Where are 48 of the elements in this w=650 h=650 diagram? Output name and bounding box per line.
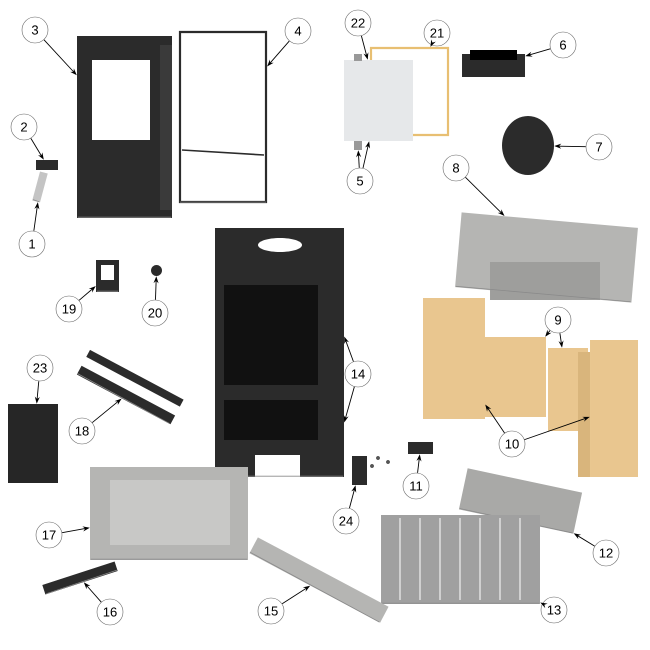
grate-bar-drawing [458,468,582,534]
clip-drawing [408,442,433,454]
callout-number: 17 [36,522,62,548]
callout-number: 3 [22,16,48,44]
flue-collar-drawing [462,50,525,77]
glove-drawing [8,404,58,483]
callout-number: 4 [284,18,312,44]
callout-number: 19 [56,296,82,322]
callout-number: 12 [592,540,620,566]
brick-drawing [423,298,485,419]
riddling-tool-drawing [249,537,389,623]
callout-number: 1 [18,230,46,258]
callout-number: 22 [344,10,372,36]
handle-drawing [32,171,48,203]
callout-number: 15 [258,598,284,624]
bracket-drawing [352,456,367,485]
rods-drawing [76,350,184,424]
callout-number: 10 [498,430,526,458]
knob-drawing [151,265,162,276]
ash-pan-drawing [90,467,248,560]
cover-plate-drawing [502,116,554,175]
callout-number: 21 [424,20,450,46]
door-seal-drawing [178,30,268,204]
callout-number: 5 [346,168,374,194]
callout-number: 20 [142,300,168,326]
callout-number: 16 [96,598,124,626]
knob-drawing [36,160,58,170]
callout-number: 9 [544,306,572,334]
brick-drawing [578,340,638,477]
callout-number: 8 [442,154,470,182]
screw-drawing [354,141,362,150]
baffle-drawing [455,212,638,303]
grate-drawing [381,515,540,604]
callout-number: 24 [332,508,360,534]
stove-drawing [215,228,344,478]
callout-number: 18 [68,418,96,444]
plate-drawing [344,54,413,141]
tool-drawing [42,562,118,594]
brick-drawing [483,337,546,417]
callout-number: 23 [26,354,54,382]
callout-number: 6 [550,32,576,58]
door-drawing [77,36,172,218]
callout-number: 13 [540,596,568,624]
bracket-drawing [96,260,119,292]
callout-number: 7 [586,134,612,160]
callout-number: 14 [344,360,372,388]
callout-number: 11 [402,472,430,500]
callout-number: 2 [10,114,38,140]
